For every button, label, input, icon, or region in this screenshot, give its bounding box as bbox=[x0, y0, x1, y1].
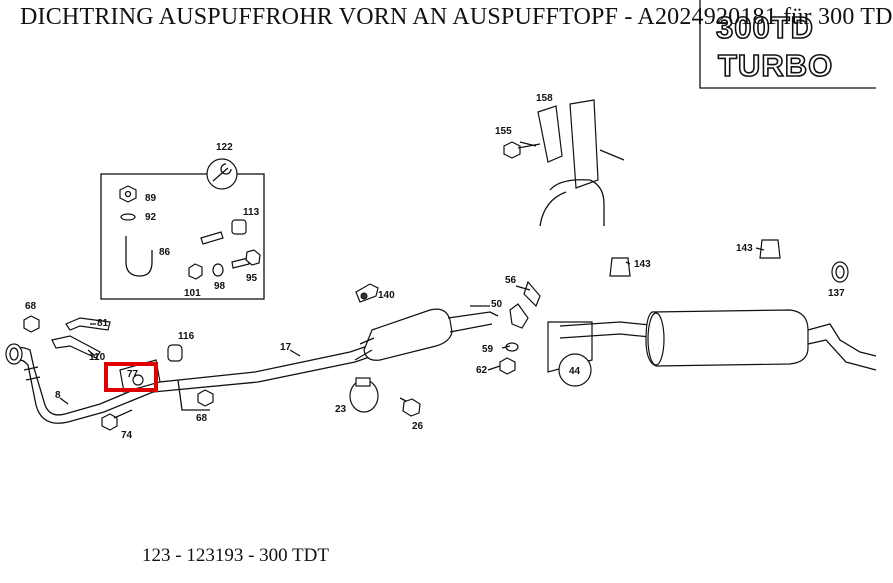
part-label-56: 56 bbox=[505, 275, 517, 286]
middle-muffler bbox=[349, 283, 499, 417]
part-label-140: 140 bbox=[378, 290, 395, 301]
part-label-92: 92 bbox=[145, 212, 157, 223]
badge-line1: 300TD bbox=[716, 10, 814, 45]
part-label-143-right: 143 bbox=[736, 243, 753, 254]
part-label-81: 81 bbox=[97, 318, 109, 329]
page-title: DICHTRING AUSPUFFROHR VORN AN AUSPUFFTOP… bbox=[20, 4, 893, 30]
model-caption: 123 - 123193 - 300 TDT bbox=[142, 545, 329, 566]
part-label-89: 89 bbox=[145, 193, 157, 204]
part-label-122: 122 bbox=[216, 142, 233, 153]
part-label-8: 8 bbox=[55, 390, 61, 401]
badge-line2: TURBO bbox=[718, 48, 833, 83]
part-label-86: 86 bbox=[159, 247, 171, 258]
part-label-17: 17 bbox=[280, 342, 292, 353]
part-label-101: 101 bbox=[184, 288, 201, 299]
part-label-68-lower: 68 bbox=[196, 413, 208, 424]
part-label-158: 158 bbox=[536, 93, 553, 104]
part-label-44: 44 bbox=[569, 366, 581, 377]
wrench-icon bbox=[212, 163, 232, 182]
part-label-77: 77 bbox=[127, 369, 139, 380]
part-label-59: 59 bbox=[482, 344, 494, 355]
part-label-74: 74 bbox=[121, 430, 133, 441]
part-label-143: 143 bbox=[634, 259, 651, 270]
part-labels: 68 81 110 8 77 74 116 68 17 122 89 92 86… bbox=[25, 93, 845, 441]
rear-muffler bbox=[499, 239, 877, 387]
leader-lines bbox=[59, 141, 765, 405]
part-label-116: 116 bbox=[178, 331, 195, 342]
part-label-23: 23 bbox=[335, 404, 347, 415]
part-label-98: 98 bbox=[214, 281, 226, 292]
part-label-26: 26 bbox=[412, 421, 424, 432]
part-label-68: 68 bbox=[25, 301, 37, 312]
upper-bracket bbox=[503, 99, 625, 227]
part-label-137: 137 bbox=[828, 288, 845, 299]
front-pipe bbox=[5, 315, 391, 431]
parts-kit-box bbox=[100, 158, 265, 300]
model-badge: 300TD TURBO bbox=[699, 0, 876, 89]
part-label-110: 110 bbox=[89, 352, 106, 363]
part-label-113: 113 bbox=[243, 207, 260, 218]
part-label-62: 62 bbox=[476, 365, 488, 376]
highlight-box bbox=[104, 362, 158, 392]
nut-icon bbox=[119, 185, 137, 203]
part-label-50: 50 bbox=[491, 299, 503, 310]
part-label-95: 95 bbox=[246, 273, 258, 284]
part-label-155: 155 bbox=[495, 126, 512, 137]
